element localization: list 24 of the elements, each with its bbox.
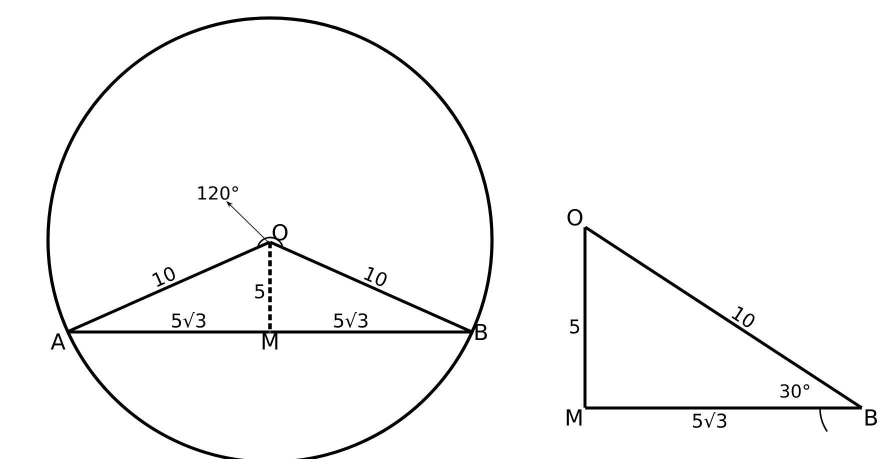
point-label: O <box>568 208 582 226</box>
line-segment <box>270 330 472 334</box>
line-segment <box>584 226 863 410</box>
edge-label: 10 <box>728 303 759 332</box>
point-label: B <box>866 409 877 426</box>
point-label: A <box>50 333 66 350</box>
edge-label: 5√3 <box>170 311 208 329</box>
edge-label: 10 <box>360 264 391 290</box>
point-label: M <box>566 409 582 426</box>
line-segment <box>584 227 586 408</box>
point-label: M <box>262 333 278 350</box>
angle-label: 120° <box>198 186 238 200</box>
edge-label: 5 <box>252 283 267 300</box>
line-segment <box>585 406 862 410</box>
line-segment <box>270 240 472 334</box>
edge-label: 5√3 <box>332 311 370 329</box>
point-label: B <box>476 324 487 340</box>
angle-label: 30° <box>780 384 810 398</box>
line-segment <box>268 242 272 332</box>
edge-label: 5√3 <box>690 411 729 429</box>
edge-label: 10 <box>148 264 180 290</box>
edge-label: 5 <box>568 318 582 335</box>
line-segment <box>66 240 270 334</box>
line-segment <box>67 330 270 334</box>
